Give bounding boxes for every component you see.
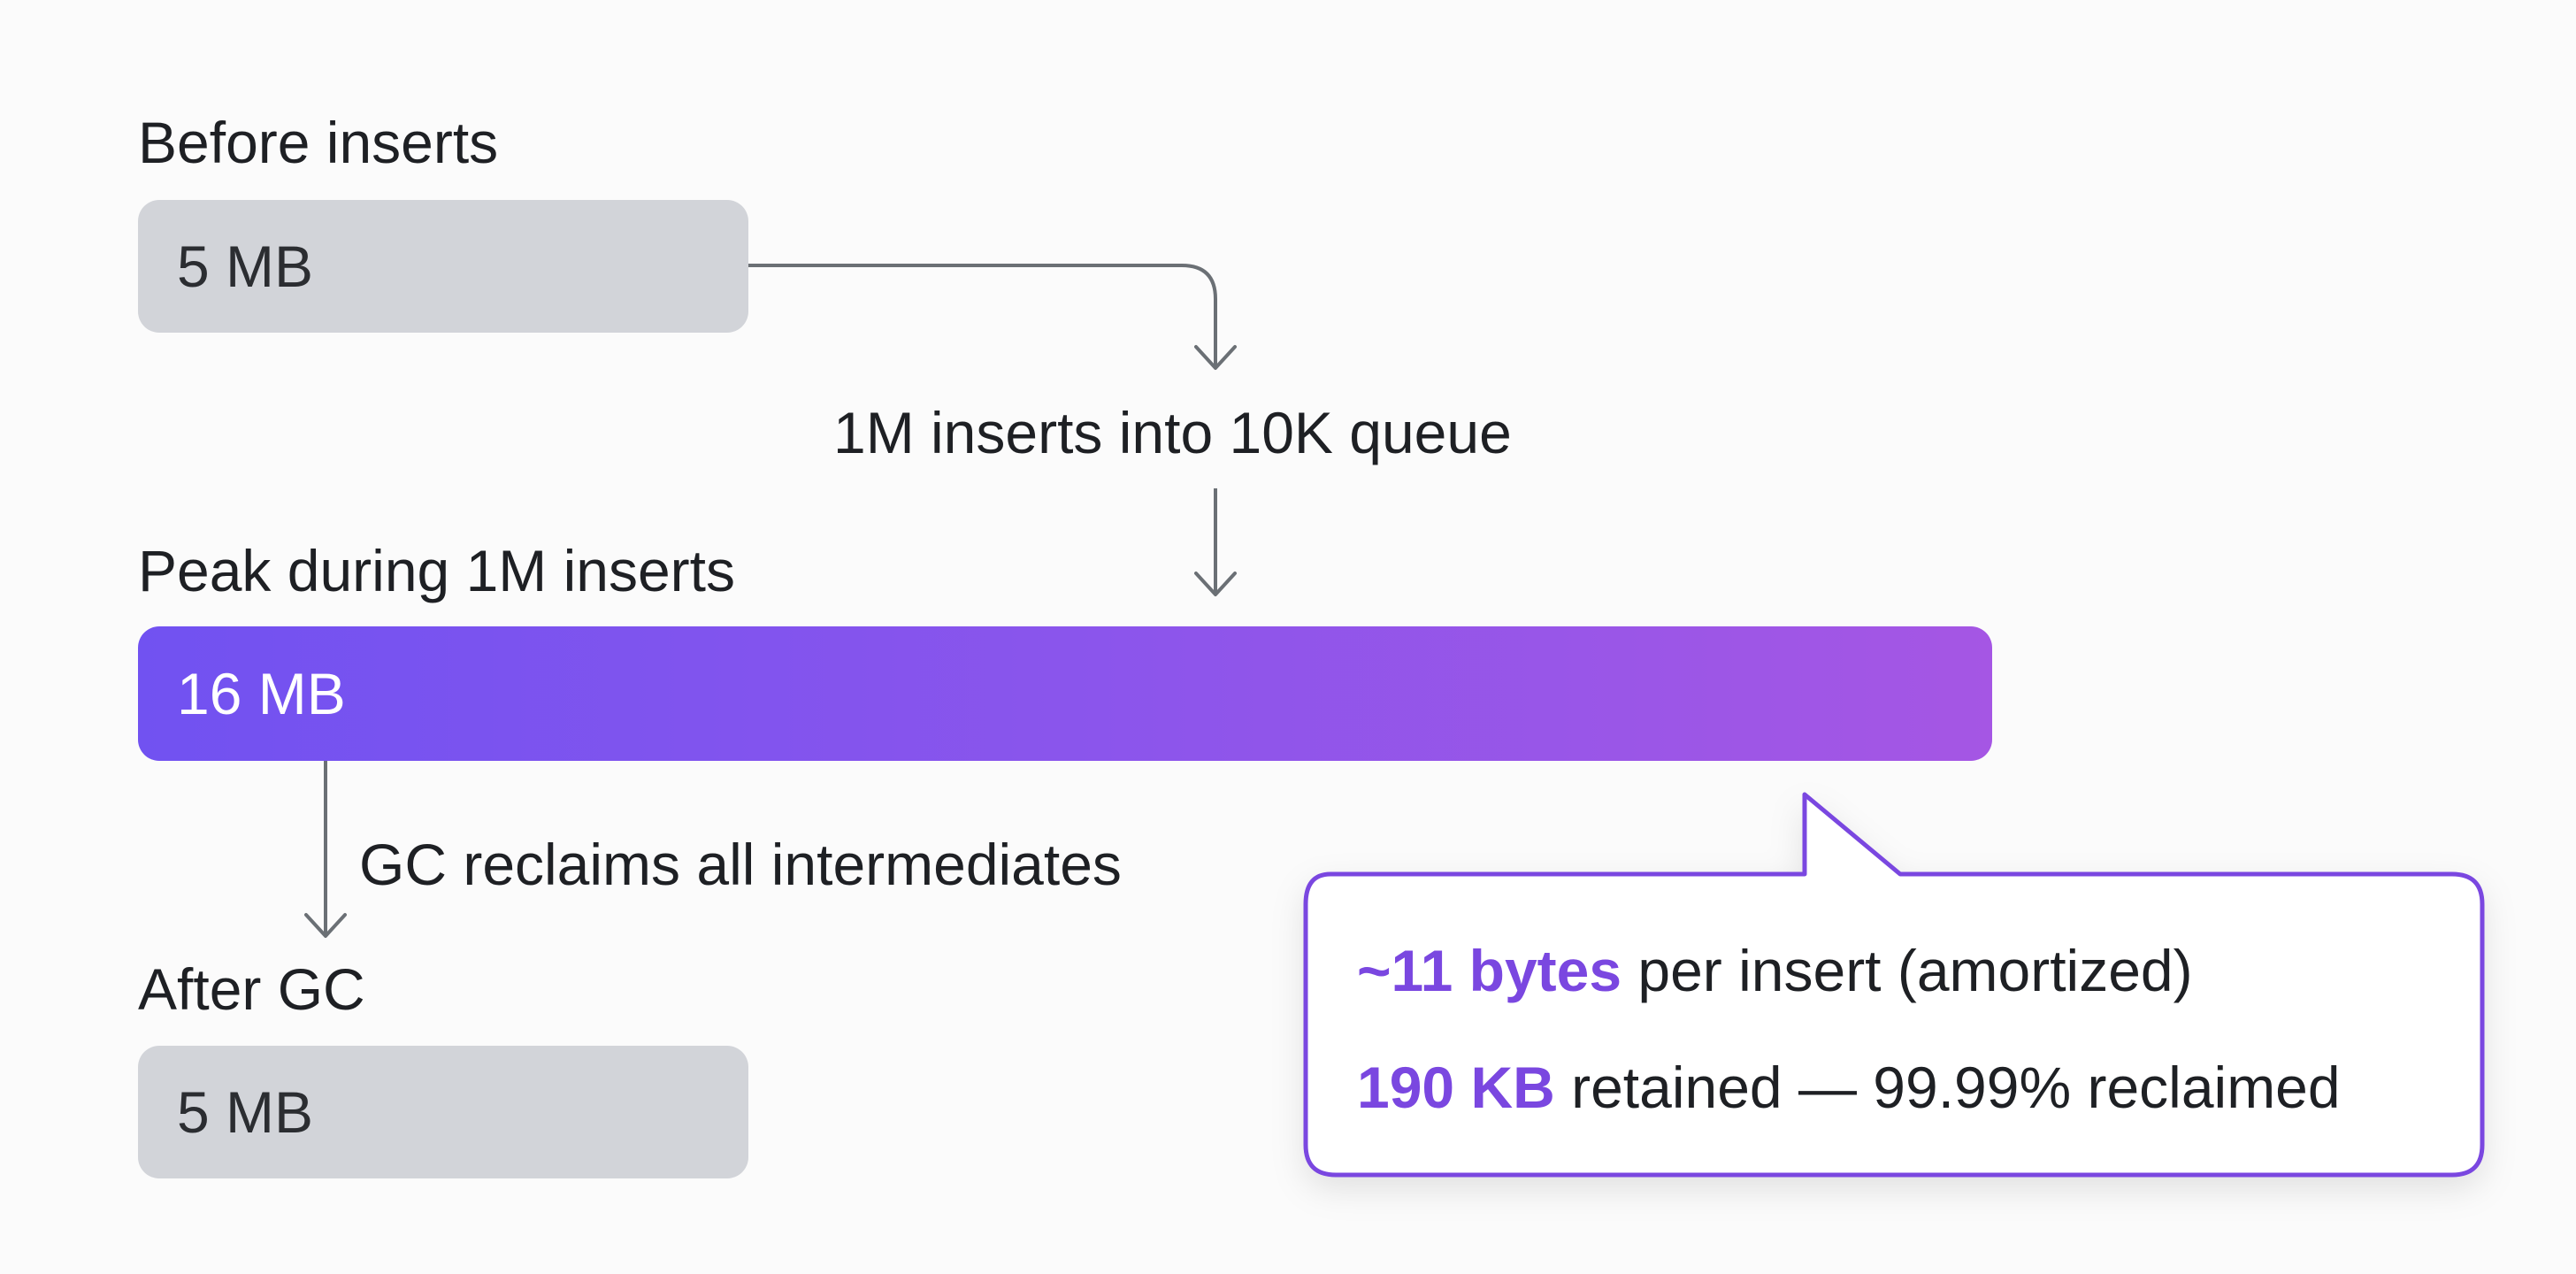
arrow-before-to-inserts	[748, 264, 1217, 366]
bytes-per-insert-text: per insert (amortized)	[1622, 938, 2193, 1003]
arrowhead-inserts-to-peak	[1194, 572, 1237, 596]
after-gc-label: After GC	[138, 956, 365, 1022]
callout-box	[1303, 792, 2485, 1178]
gc-transition-label: GC reclaims all intermediates	[359, 832, 1122, 897]
callout-line-retained: 190 KB retained — 99.99% reclaimed	[1357, 1058, 2341, 1117]
after-gc-value: 5 MB	[177, 1079, 314, 1145]
retained-highlight: 190 KB	[1357, 1055, 1555, 1120]
before-inserts-value: 5 MB	[177, 234, 314, 299]
arrowhead-before-to-inserts	[1194, 345, 1237, 370]
arrowhead-peak-to-after	[304, 913, 347, 938]
peak-label: Peak during 1M inserts	[138, 538, 735, 603]
inserts-transition-label: 1M inserts into 10K queue	[833, 400, 1512, 465]
before-inserts-bar: 5 MB	[138, 200, 748, 333]
retained-text: retained — 99.99% reclaimed	[1554, 1055, 2341, 1120]
after-gc-bar: 5 MB	[138, 1046, 748, 1178]
callout-line-per-insert: ~11 bytes per insert (amortized)	[1357, 941, 2193, 1000]
peak-value: 16 MB	[177, 661, 346, 726]
peak-bar: 16 MB	[138, 626, 1992, 761]
bytes-per-insert-highlight: ~11 bytes	[1357, 938, 1622, 1003]
before-inserts-label: Before inserts	[138, 110, 499, 175]
